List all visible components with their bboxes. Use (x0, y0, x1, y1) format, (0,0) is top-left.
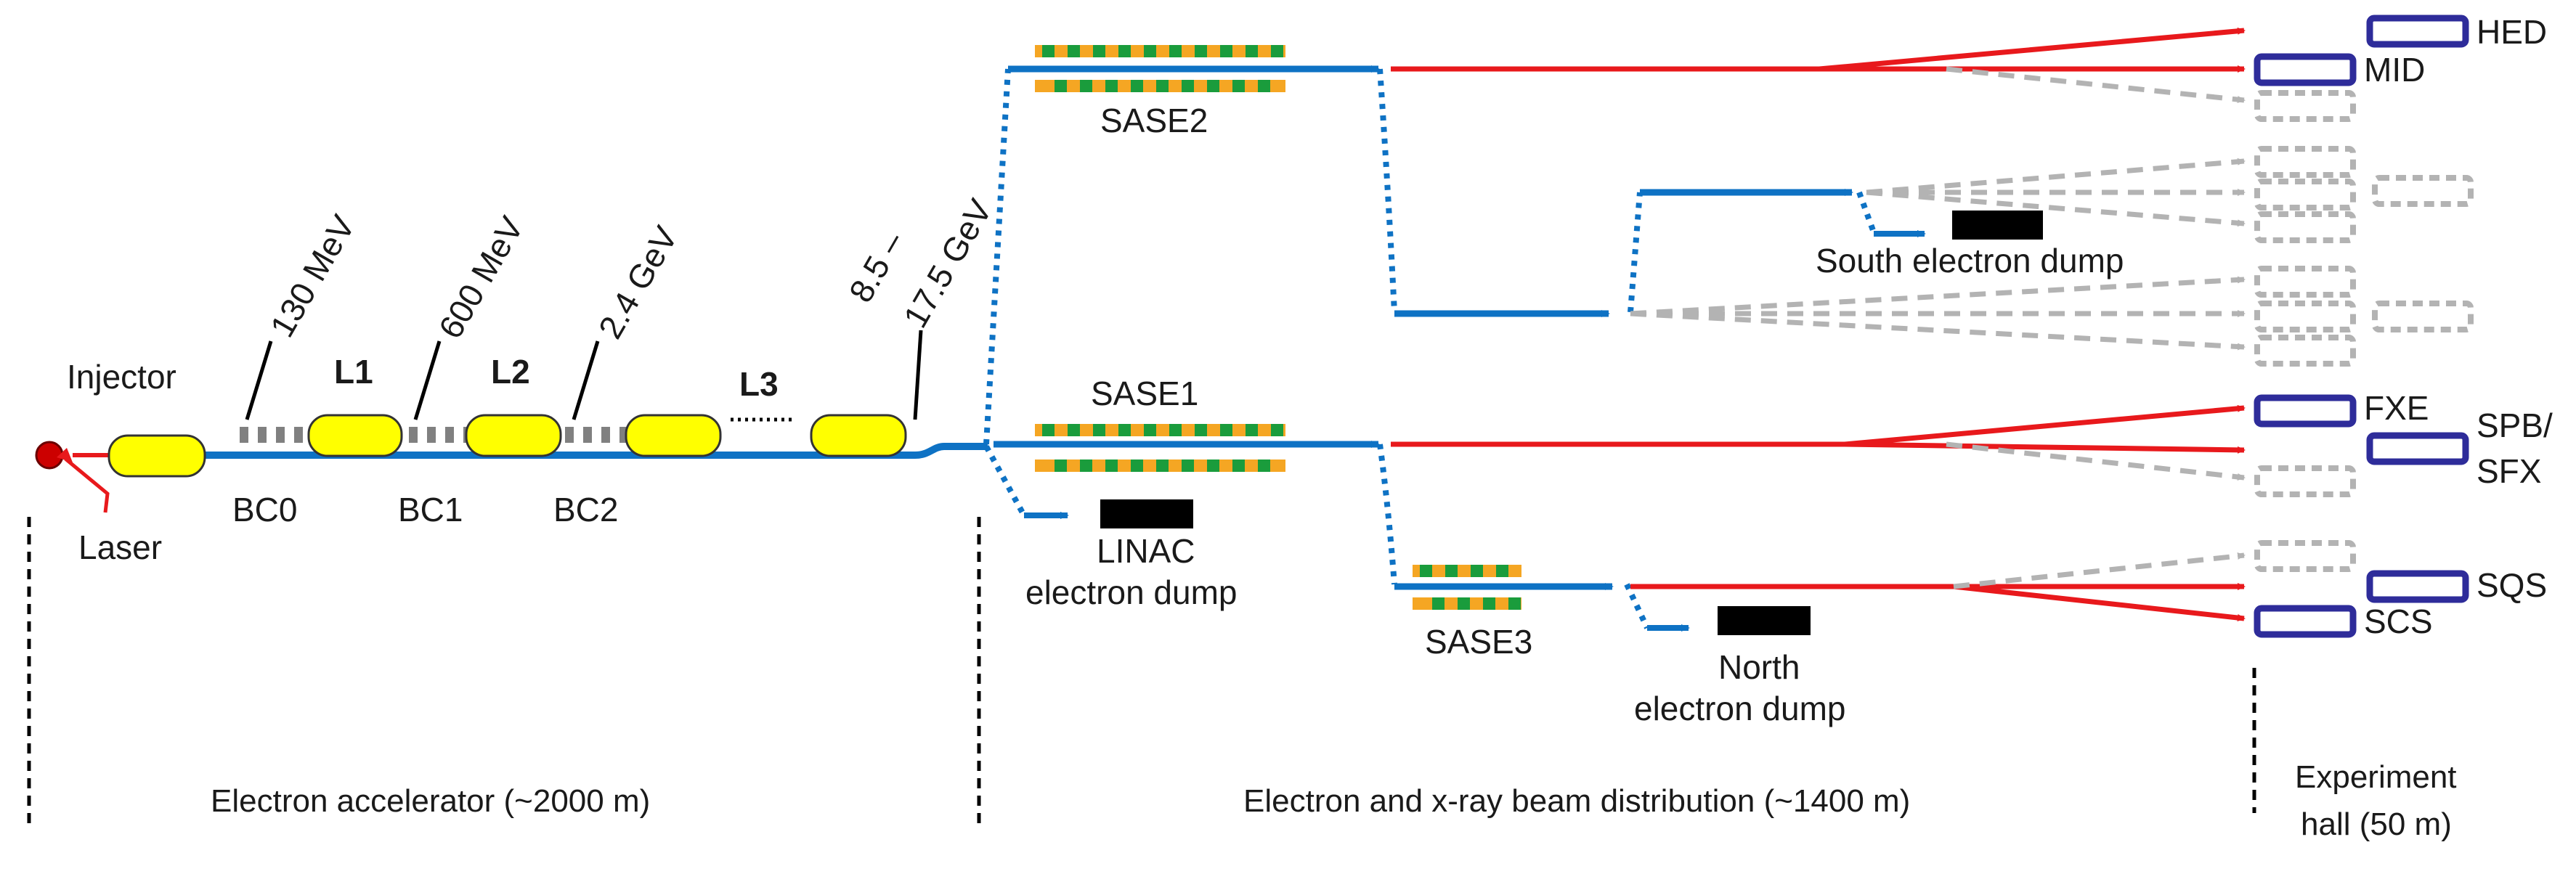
final-energy-label-2: 17.5 GeV (896, 192, 999, 334)
sase1-future-beam (1946, 441, 2246, 481)
injector-cavity (107, 434, 206, 478)
linac-electron-dump (1100, 499, 1193, 528)
bc0-chicane (240, 427, 303, 443)
l3-cavity-a (625, 414, 722, 457)
fxe-instrument (2254, 394, 2357, 428)
laser-label: Laser (78, 528, 162, 566)
hall-section-caption-2: hall (50 m) (2301, 806, 2452, 842)
laser-gun (35, 441, 110, 513)
future-beams-upper (1866, 158, 2246, 227)
l2-cavity (465, 414, 562, 457)
sase1-undulator (1035, 424, 1285, 472)
north-dump-label-2: electron dump (1634, 690, 1846, 727)
switchyard-dotted-lines (983, 68, 1877, 629)
hed-label: HED (2477, 13, 2547, 51)
l3-cavity-b (810, 414, 907, 457)
sase1-xray-to-spb (1844, 441, 2246, 454)
sqs-label: SQS (2477, 566, 2547, 604)
energy-2-4gev-label: 2.4 GeV (591, 220, 686, 345)
sase2-future-beam (1946, 66, 2246, 104)
l3-label: L3 (739, 365, 779, 403)
accelerator-section-caption: Electron accelerator (~2000 m) (211, 783, 650, 819)
south-dump-label: South electron dump (1816, 242, 2124, 279)
l1-label: L1 (334, 353, 373, 391)
bc2-chicane (565, 427, 628, 443)
north-dump-label-1: North (1718, 648, 1800, 686)
final-energy-label-1: 8.5 – (842, 225, 911, 309)
south-electron-dump (1952, 211, 2043, 240)
linac-dump-label-1: LINAC (1097, 532, 1195, 570)
linac-dump-label-2: electron dump (1025, 573, 1238, 611)
injector-label: Injector (67, 358, 176, 396)
energy-tick-2-4gev (572, 340, 600, 420)
spb-label-1: SPB/ (2477, 407, 2553, 444)
bc2-label: BC2 (553, 491, 618, 528)
distribution-section-caption: Electron and x-ray beam distribution (~1… (1243, 783, 1910, 819)
north-electron-dump (1718, 606, 1811, 635)
sase1-label: SASE1 (1091, 375, 1198, 412)
sase2-label: SASE2 (1100, 102, 1208, 139)
sase2-undulator (1035, 45, 1285, 92)
energy-tick-130mev (245, 340, 273, 420)
energy-130mev-label: 130 MeV (263, 208, 362, 343)
spb-sfx-instrument (2366, 432, 2469, 465)
energy-tick-final (913, 330, 923, 420)
sase3-future-beam (1953, 552, 2246, 589)
l1-cavity (307, 414, 403, 457)
sase3-undulator (1413, 565, 1521, 610)
instrument-boxes (2254, 15, 2469, 638)
sase2-xray-to-hed (1819, 27, 2246, 72)
sase1-xray-to-fxe (1844, 404, 2246, 447)
l2-label: L2 (491, 353, 530, 391)
mid-instrument (2254, 53, 2357, 86)
future-beams-lower (1630, 276, 2246, 351)
hed-instrument (2366, 15, 2469, 48)
spb-label-2: SFX (2477, 452, 2541, 490)
fxe-label: FXE (2364, 389, 2429, 427)
sase3-xray-to-scs (1953, 584, 2246, 621)
sase3-label: SASE3 (1425, 623, 1532, 661)
mid-label: MID (2364, 51, 2425, 89)
future-instrument-slots (2254, 90, 2474, 572)
bc1-label: BC1 (398, 491, 463, 528)
sqs-instrument (2366, 570, 2469, 603)
hall-section-caption-1: Experiment (2295, 759, 2457, 795)
energy-tick-600mev (413, 340, 442, 420)
bc0-label: BC0 (232, 491, 297, 528)
bc1-chicane (409, 427, 472, 443)
energy-600mev-label: 600 MeV (431, 210, 531, 345)
scs-instrument (2254, 605, 2357, 638)
scs-label: SCS (2364, 603, 2433, 640)
